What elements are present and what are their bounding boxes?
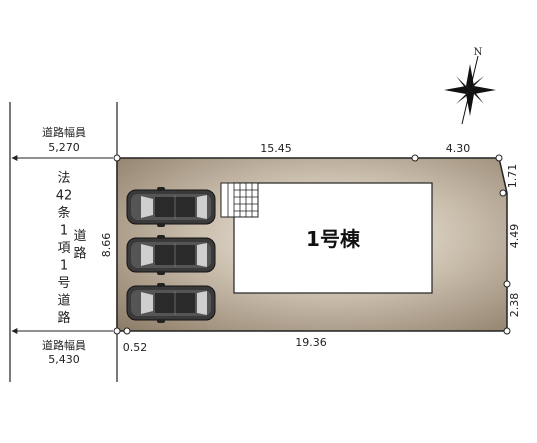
car-icon — [126, 235, 216, 275]
north-arrow-icon — [444, 55, 496, 125]
road-name-char: 号 — [57, 276, 70, 291]
road-name-char: 1 — [60, 224, 68, 239]
road-name-char: 項 — [57, 241, 70, 256]
vertex-marker — [499, 189, 507, 197]
road-name-extra-char: 道 — [73, 229, 86, 244]
road-name-char: 道 — [57, 294, 70, 309]
vertex-marker — [411, 154, 419, 162]
parking-cars — [126, 187, 216, 323]
dim-right-1: 1.71 — [506, 164, 519, 189]
road-width-top-title: 道路幅員 — [42, 125, 86, 139]
vertex-marker — [113, 154, 121, 162]
vertex-marker — [495, 154, 503, 162]
vertex-marker — [123, 327, 131, 335]
road-name-char: 法 — [57, 171, 70, 186]
dim-top-right: 4.30 — [446, 142, 471, 155]
vertex-marker — [113, 327, 121, 335]
road-name-char: 条 — [57, 205, 70, 221]
dim-bottom: 19.36 — [295, 336, 327, 349]
road-name-char: 1 — [60, 259, 68, 274]
road-width-bottom-title: 道路幅員 — [42, 338, 86, 352]
dim-left: 8.66 — [100, 233, 113, 258]
balcony-grid — [220, 182, 259, 218]
car-icon — [126, 283, 216, 323]
vertex-marker — [503, 280, 511, 288]
building-footprint — [233, 182, 433, 294]
car-icon — [126, 187, 216, 227]
road-width-top-value: 5,270 — [48, 141, 80, 154]
road-name-char: 42 — [56, 189, 73, 204]
vertex-marker — [503, 327, 511, 335]
dim-right-3: 2.38 — [508, 293, 521, 318]
road-name-vertical: 法 42条 1 項 1 号道路 — [56, 171, 73, 326]
dim-bottom-left: 0.52 — [123, 341, 148, 354]
road-width-bottom-value: 5,430 — [48, 353, 80, 366]
road-name-char: 路 — [57, 310, 70, 326]
lot-vertices — [113, 154, 511, 335]
road-name-extra-char: 路 — [73, 246, 86, 262]
building-label: 1号棟 — [306, 227, 361, 251]
north-label: N — [474, 47, 483, 58]
dim-right-2: 4.49 — [508, 224, 521, 249]
road-name-extra-vertical: 道路 — [73, 229, 86, 262]
dim-top-left: 15.45 — [260, 142, 292, 155]
